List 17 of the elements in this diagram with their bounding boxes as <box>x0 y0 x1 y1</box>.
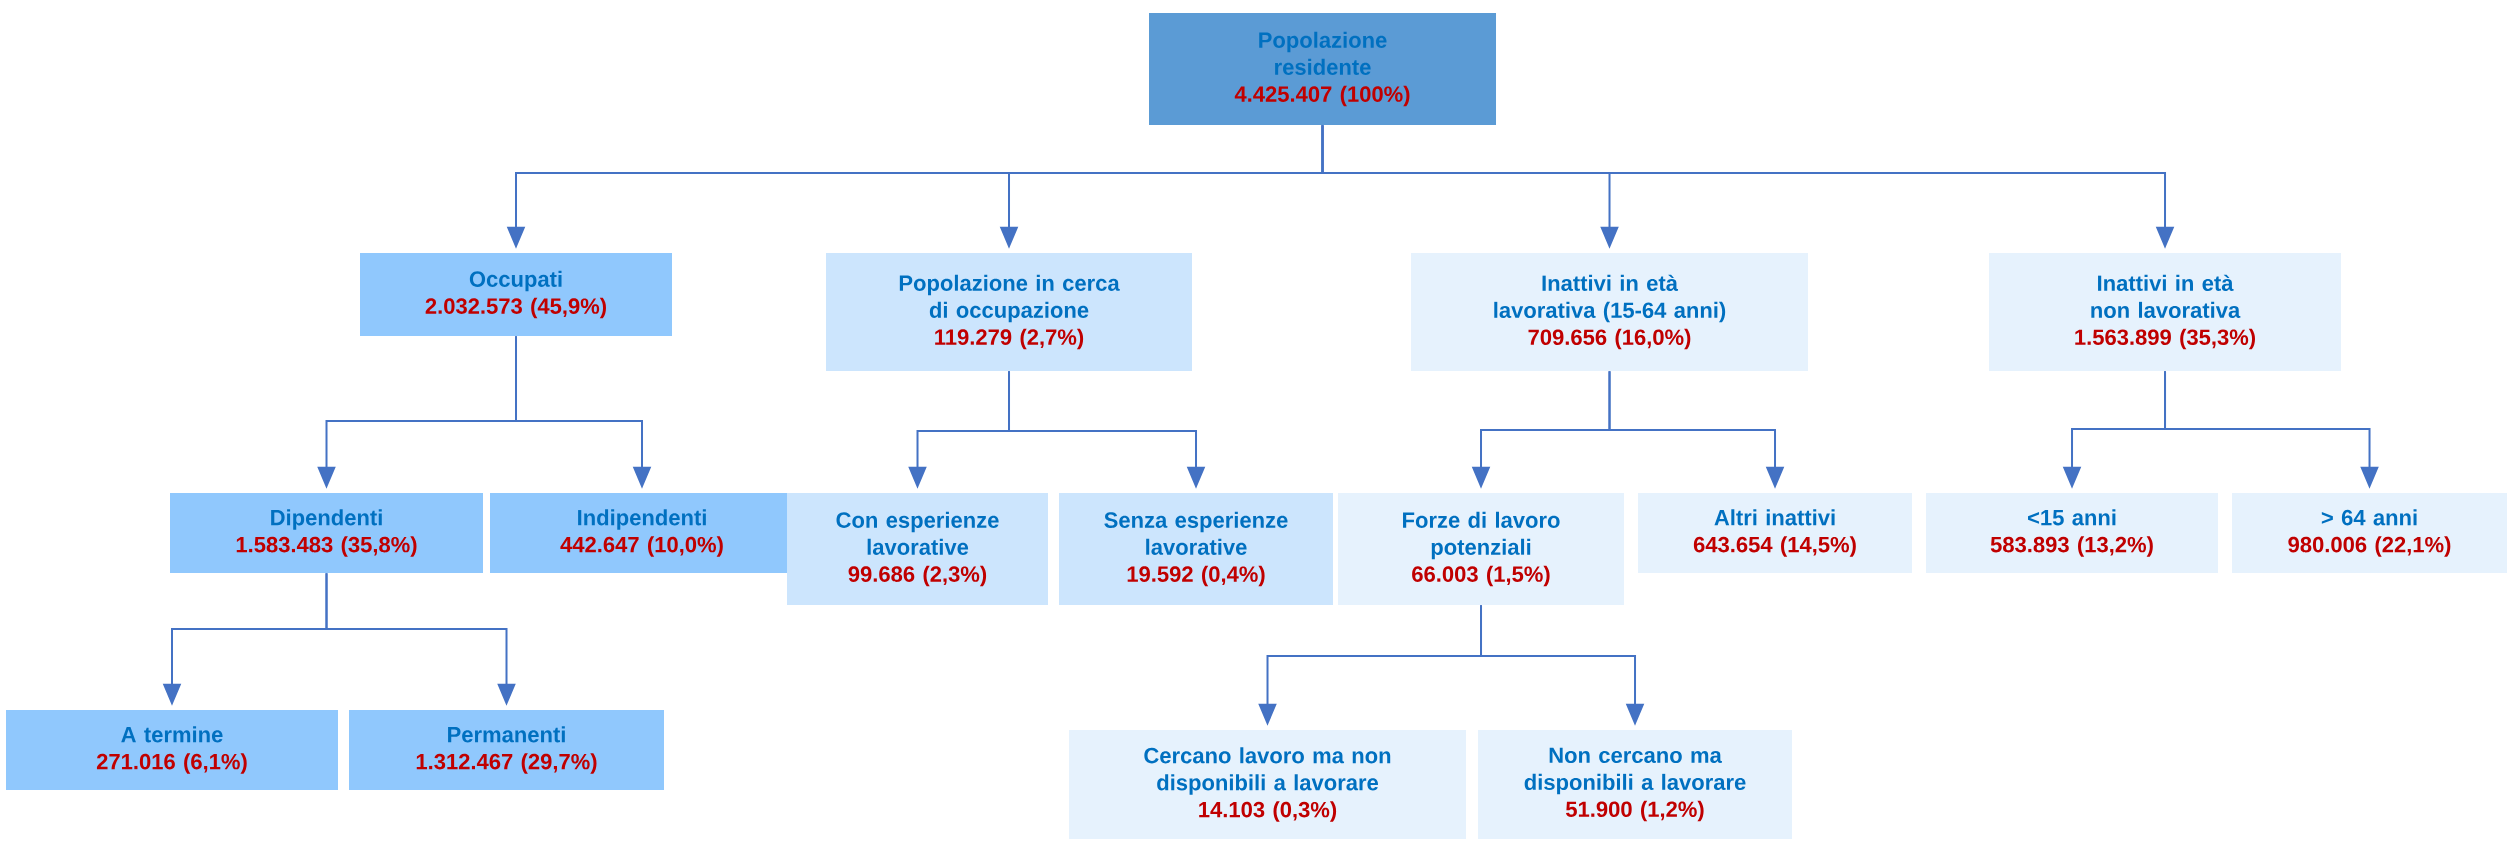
category-box: > 64 anni 980.006 (22,1%) <box>2232 493 2508 573</box>
category-box: Popolazione residente 4.425.407 (100%) <box>1149 13 1496 125</box>
category-box: Popolazione in cerca di occupazione 119.279 (2,7%) <box>826 253 1192 371</box>
category-box: Non cercano ma disponibili a lavorare 51.900 (1,2%) <box>1478 730 1792 839</box>
category-box: Inattivi in età non lavorativa 1.563.899 (35,3%) <box>1989 253 2342 371</box>
category-box: Con esperienze lavorative 99.686 (2,3%) <box>787 493 1048 605</box>
category-box: Inattivi in età lavorativa (15-64 anni) 709.656 (16,0%) <box>1411 253 1808 371</box>
category-box: <15 anni 583.893 (13,2%) <box>1926 493 2218 573</box>
category-box: Senza esperienze lavorative 19.592 (0,4%) <box>1059 493 1333 605</box>
category-box: Altri inattivi 643.654 (14,5%) <box>1638 493 1912 573</box>
category-box: A termine 271.016 (6,1%) <box>6 710 338 790</box>
category-box: Cercano lavoro ma non disponibili a lavorare 14.103 (0,3%) <box>1069 730 1466 839</box>
category-box: Permanenti 1.312.467 (29,7%) <box>349 710 664 790</box>
category-box: Dipendenti 1.583.483 (35,8%) <box>170 493 483 573</box>
category-box: Indipendenti 442.647 (10,0%) <box>490 493 794 573</box>
category-box: Forze di lavoro potenziali 66.003 (1,5%) <box>1338 493 1624 605</box>
category-box: Occupati 2.032.573 (45,9%) <box>360 253 672 336</box>
